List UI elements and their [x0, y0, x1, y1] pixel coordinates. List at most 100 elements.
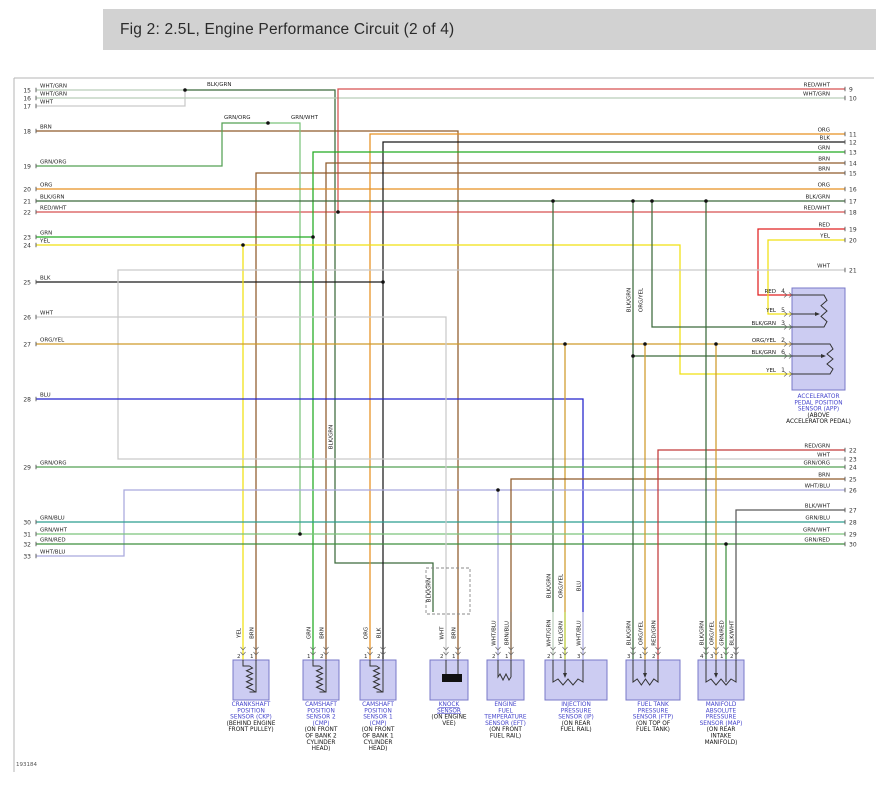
- app-pot-symbol: [792, 343, 834, 375]
- wire-color-label: BRN: [818, 157, 830, 163]
- wire-brn: [255, 172, 845, 660]
- wire-blk-grn: [185, 89, 434, 612]
- wire-blk-grn: [651, 201, 792, 328]
- wire-color-label: RED/WHT: [804, 206, 831, 212]
- wire-brn: [36, 130, 459, 660]
- wire-color-label-vertical: BLK/GRN: [700, 621, 706, 646]
- component-location-ftp: (ON TOP OF: [636, 721, 670, 727]
- wire-color-label: WHT: [40, 100, 54, 106]
- wire-color-label: BLK: [40, 276, 51, 282]
- wire-color-label-vertical: BRN: [452, 627, 458, 639]
- inline-connector-icon: [443, 646, 449, 656]
- wire-color-label: GRN/WHT: [803, 528, 831, 534]
- wire-color-label-vertical: BLK/WHT: [730, 620, 736, 646]
- wire-color-label: BLK/GRN: [806, 195, 831, 201]
- wire-color-label: GRN/WHT: [291, 115, 319, 121]
- app-pin-number: 3: [781, 320, 785, 327]
- component-name-ip: PRESSURE: [561, 708, 592, 714]
- component-location-knock: (ON ENGINE: [431, 715, 467, 721]
- component-location-eft: (ON FRONT: [489, 727, 522, 733]
- ecm-pin-number: 20: [23, 187, 31, 194]
- wire-brn: [510, 478, 845, 612]
- inline-connector-icon: [562, 646, 568, 656]
- inline-connector-icon: [550, 646, 556, 656]
- wire-color-label: GRN/ORG: [804, 461, 830, 467]
- junction-dot: [311, 235, 315, 239]
- component-pin-number: 1: [307, 654, 311, 660]
- component-name-app: ACCELERATOR: [798, 394, 840, 400]
- wire-color-label-vertical: ORG: [364, 627, 370, 639]
- ecm-pin-number: 30: [849, 542, 857, 549]
- component-location-cmp2: (ON FRONT: [305, 727, 338, 733]
- wire-color-label: YEL: [765, 368, 777, 374]
- component-pin-number: 1: [452, 654, 456, 660]
- component-name-ip: INJECTION: [561, 702, 591, 708]
- component-name-cmp2: CAMSHAFT: [305, 702, 337, 708]
- ecm-pin-number: 17: [23, 104, 31, 111]
- component-name-ftp: PRESSURE: [638, 708, 669, 714]
- wire-color-label: WHT: [40, 311, 54, 317]
- inline-connector-icon: [367, 646, 373, 656]
- ecm-pin-number: 10: [849, 96, 857, 103]
- wire-color-label: BLU: [40, 393, 51, 399]
- ecm-pin-number: 27: [23, 342, 31, 349]
- component-name-eft: ENGINE: [494, 702, 517, 708]
- inline-connector-icon: [310, 646, 316, 656]
- component-name-knock[interactable]: SENSOR: [437, 708, 461, 714]
- wire-wht: [36, 90, 186, 107]
- junction-dot: [704, 199, 708, 203]
- wire-color-label: WHT/GRN: [40, 92, 67, 98]
- wire-color-label: BRN: [818, 473, 830, 479]
- doc-number: 193184: [16, 762, 37, 768]
- junction-dot: [650, 199, 654, 203]
- component-name-cmp2: POSITION: [307, 708, 335, 714]
- wire-yel: [36, 244, 792, 375]
- wire-color-label: RED: [764, 289, 776, 295]
- component-location-ip: (ON REAR: [562, 721, 591, 727]
- component-pin-number: 2: [492, 654, 496, 660]
- component-pin-number: 4: [700, 654, 704, 660]
- component-pin-number: 3: [710, 654, 714, 660]
- wire-color-label: BRN: [40, 125, 52, 131]
- wire-color-label-vertical: ORG/YEL: [559, 573, 565, 598]
- wire-color-label-vertical: BLK/GRN: [427, 578, 433, 603]
- ecm-pin-number: 13: [849, 150, 857, 157]
- component-location-map: INTAKE: [711, 734, 732, 740]
- component-pin-number: 2: [652, 654, 656, 660]
- wire-color-label-vertical: WHT/BLU: [492, 620, 498, 645]
- wire-color-label: ORG/YEL: [752, 338, 777, 344]
- component-location-ckp: FRONT PULLEY): [228, 727, 273, 733]
- component-box-ip: [544, 659, 608, 701]
- wire-color-label: WHT/GRN: [803, 92, 830, 98]
- inline-connector-icon: [703, 646, 709, 656]
- component-name-map: MANIFOLD: [706, 702, 737, 708]
- wire-color-label-vertical: WHT/GRN: [547, 620, 553, 647]
- wire-color-label-vertical: BLK/GRN: [547, 574, 553, 599]
- ecm-pin-number: 33: [23, 554, 31, 561]
- wire-red-wht: [337, 88, 845, 212]
- cmp1-symbol: [369, 660, 377, 667]
- ecm-pin-number: 15: [23, 88, 31, 95]
- component-name-knock[interactable]: KNOCK: [439, 702, 460, 708]
- component-location-ip: FUEL RAIL): [560, 727, 591, 733]
- component-name-cmp1: CAMSHAFT: [362, 702, 394, 708]
- inline-connector-icon: [240, 646, 246, 656]
- inline-connector-icon: [495, 646, 501, 656]
- component-name-eft: TEMPERATURE: [483, 715, 526, 721]
- wire-color-label: YEL: [819, 234, 831, 240]
- knock-symbol: [445, 660, 459, 674]
- component-pin-number: 3: [577, 654, 581, 660]
- component-location-knock: VEE): [442, 721, 456, 727]
- junction-dot: [724, 542, 728, 546]
- component-box-map: [697, 659, 745, 701]
- ecm-pin-number: 18: [23, 129, 31, 136]
- junction-dot: [631, 199, 635, 203]
- component-name-eft: SENSOR (EFT): [485, 721, 526, 727]
- wire-color-label: WHT: [817, 264, 831, 270]
- wire-color-label-vertical: BRN: [320, 627, 326, 639]
- ecm-pin-number: 15: [849, 171, 857, 178]
- component-location-eft: FUEL RAIL): [490, 734, 521, 740]
- wire-color-label-vertical: WHT: [440, 626, 446, 640]
- wire-red: [757, 228, 845, 296]
